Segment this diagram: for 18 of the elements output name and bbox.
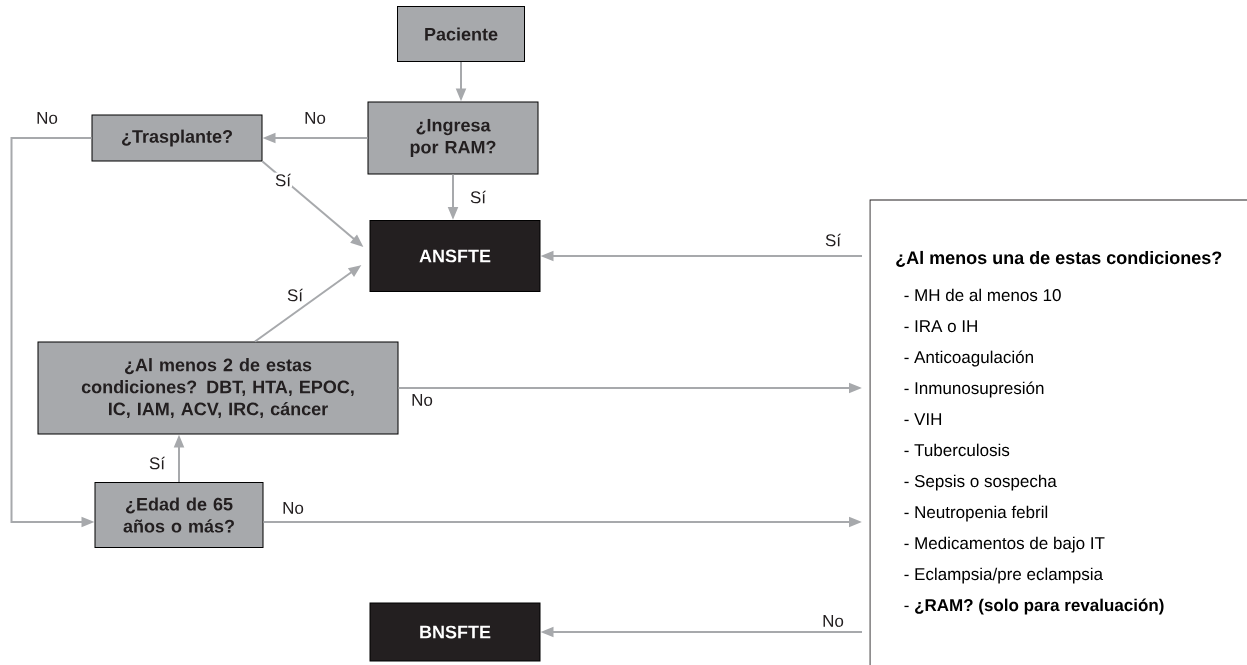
criteria-panel: ¿Al menos una de estas condiciones? - MH de al menos 10 - IRA o IH - Anticoagulación - Inmunosupresión - VIH - Tuberculosis - Sepsis o sospecha - Neutropenia febril - Medicamentos de bajo IT - Eclampsia/pre eclampsia - ¿RAM? (solo para revaluación) <box>869 199 1247 665</box>
edge-label: No <box>35 111 59 125</box>
edge-label: Sí <box>147 455 167 471</box>
edge-label: No <box>281 501 305 515</box>
edge-label: Sí <box>824 232 843 248</box>
decision-box: ¿Edad de 65 años o más? <box>94 482 264 548</box>
edge-label: No <box>303 111 327 125</box>
outcome-box: ANSFTE <box>369 220 541 292</box>
decision-box: ¿Ingresa por RAM? <box>367 101 539 175</box>
edge-label: Sí <box>274 172 293 188</box>
edge-label: Sí <box>469 189 488 205</box>
edge-label: Sí <box>285 287 305 303</box>
decision-box: ¿Al menos 2 de estas condiciones? DBT, HTA, EPOC, IC, IAM, ACV, IRC, cáncer <box>37 341 399 435</box>
outcome-box: BNSFTE <box>369 602 541 662</box>
process-box: Paciente <box>397 6 525 62</box>
edge-label: No <box>410 393 434 407</box>
edge-label: No <box>821 614 845 628</box>
decision-box: ¿Trasplante? <box>91 114 263 162</box>
